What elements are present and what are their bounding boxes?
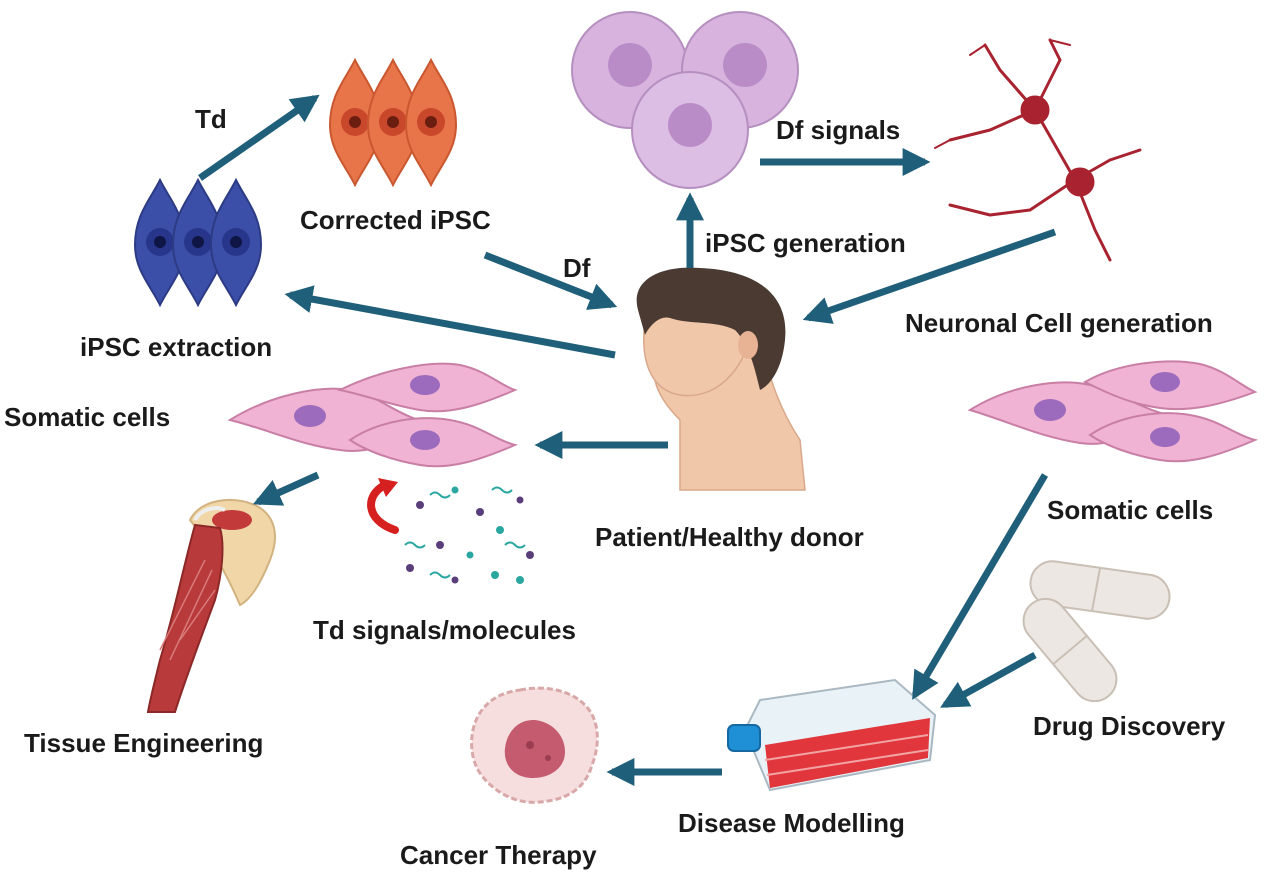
- somatic-cells-left-icon: [227, 362, 519, 468]
- label-df: Df: [563, 253, 591, 283]
- label-neuronal-cell-generation: Neuronal Cell generation: [905, 308, 1213, 338]
- label-drug-discovery: Drug Discovery: [1033, 711, 1226, 741]
- tissue-engineering-icon: [146, 499, 276, 713]
- ipsc-extraction-icon: [133, 177, 263, 308]
- label-tissue-engineering: Tissue Engineering: [24, 728, 264, 758]
- somatic-cells-right-icon: [967, 360, 1259, 463]
- arrow-td: [198, 94, 320, 181]
- patient-icon: [636, 267, 806, 491]
- label-cancer-therapy: Cancer Therapy: [400, 840, 597, 870]
- cancer-cell-icon: [470, 686, 599, 804]
- label-somatic-cells-right: Somatic cells: [1047, 495, 1214, 525]
- culture-flask-icon: [727, 678, 937, 792]
- arrow-somatic-to-flask: [911, 473, 1049, 700]
- arrow-neuronal-to-patient: [802, 228, 1057, 324]
- ipsc-cluster-icon: [571, 11, 799, 189]
- label-patient-healthy-donor: Patient/Healthy donor: [595, 522, 864, 552]
- neuron-icon: [934, 38, 1142, 262]
- pills-icon: [1022, 560, 1171, 703]
- label-somatic-cells-left: Somatic cells: [4, 402, 171, 432]
- label-td-signals-molecules: Td signals/molecules: [313, 615, 576, 645]
- arrow-df: [483, 251, 618, 310]
- flow-arrows: [198, 94, 1057, 786]
- td-molecules-icon: [367, 478, 534, 584]
- arrow-drug-to-flask: [940, 651, 1037, 709]
- corrected-ipsc-icon: [328, 57, 458, 188]
- label-corrected-ipsc: Corrected iPSC: [300, 205, 491, 235]
- label-ipsc-generation: iPSC generation: [705, 228, 906, 258]
- label-td: Td: [195, 104, 227, 134]
- label-disease-modelling: Disease Modelling: [678, 808, 905, 838]
- label-df-signals: Df signals: [776, 115, 901, 145]
- arrow-somatic-to-tissue: [252, 471, 320, 506]
- label-ipsc-extraction: iPSC extraction: [80, 332, 273, 362]
- arrow-patient-to-extraction: [284, 285, 616, 359]
